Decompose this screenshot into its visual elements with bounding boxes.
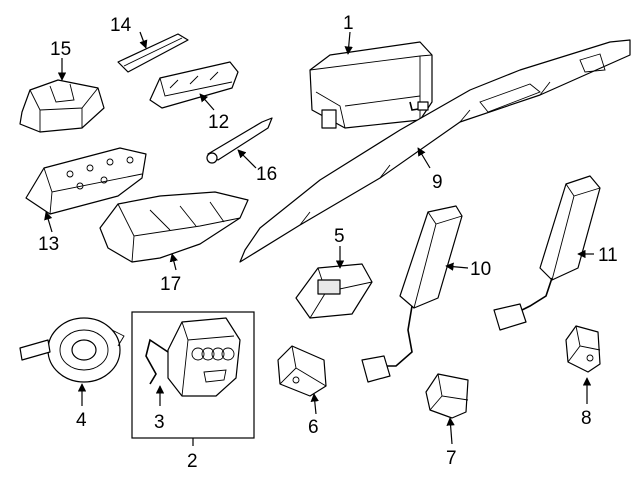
callout-14: 14	[110, 15, 132, 36]
callout-9: 9	[432, 172, 443, 193]
callout-7: 7	[446, 448, 457, 469]
callout-16: 16	[256, 164, 277, 185]
leader-lines	[44, 31, 594, 446]
part-10-side-airbag	[361, 205, 463, 383]
part-3-driver-airbag	[145, 317, 241, 397]
callout-5: 5	[334, 226, 345, 247]
part-14-trim-strip	[117, 33, 189, 73]
callout-17: 17	[160, 274, 181, 295]
part-5-sensor	[295, 263, 373, 319]
callout-2: 2	[187, 451, 198, 472]
callout-11: 11	[598, 245, 618, 266]
part-12-module	[149, 61, 239, 109]
part-8-module	[565, 325, 601, 373]
callout-12: 12	[208, 112, 229, 133]
part-11-side-airbag	[493, 175, 601, 331]
part-7-connector	[425, 373, 469, 419]
part-16-arm	[206, 117, 273, 164]
part-17-knee-bolster	[99, 191, 249, 263]
callout-13: 13	[38, 234, 59, 255]
callout-15: 15	[50, 39, 71, 60]
callout-4: 4	[76, 410, 87, 431]
callout-10: 10	[470, 259, 491, 280]
part-15-bracket	[19, 79, 105, 133]
callout-6: 6	[308, 417, 319, 438]
callout-3: 3	[154, 412, 165, 433]
callout-1: 1	[343, 13, 354, 34]
part-9-curtain-airbag	[239, 39, 631, 263]
part-4-clock-spring	[19, 317, 125, 383]
part-13-knee-airbag	[25, 147, 147, 215]
part-6-sensor	[277, 345, 327, 397]
part-1-passenger-airbag	[309, 41, 433, 129]
callout-8: 8	[581, 408, 592, 429]
